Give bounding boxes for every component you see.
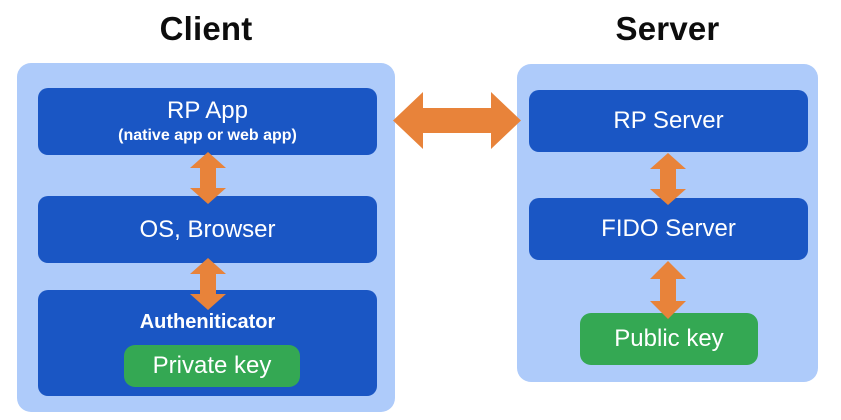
- client-box-rp-app-title: RP App: [167, 97, 248, 124]
- double-arrow-vertical-icon-fidoserver-publickey: [650, 261, 686, 319]
- public-key-chip: Public key: [580, 313, 758, 365]
- server-box-fido-server: FIDO Server: [529, 198, 808, 260]
- double-arrow-vertical-icon-rpapp-os: [190, 152, 226, 204]
- server-box-fido-server-title: FIDO Server: [601, 215, 736, 242]
- client-box-rp-app: RP App (native app or web app): [38, 88, 377, 155]
- private-key-chip: Private key: [124, 345, 300, 387]
- client-box-authenticator-title: Autheniticator: [139, 311, 276, 333]
- page-title-server: Server: [615, 10, 720, 47]
- public-key-label: Public key: [614, 325, 724, 352]
- double-arrow-horizontal-icon-client-server: [393, 92, 521, 149]
- server-box-rp-server: RP Server: [529, 90, 808, 152]
- client-box-rp-app-subtitle: (native app or web app): [118, 127, 297, 144]
- client-box-os-browser: OS, Browser: [38, 196, 377, 263]
- client-box-os-browser-title: OS, Browser: [139, 215, 276, 243]
- server-box-rp-server-title: RP Server: [613, 107, 724, 134]
- private-key-label: Private key: [152, 352, 272, 379]
- double-arrow-vertical-icon-rpserver-fidoserver: [650, 153, 686, 205]
- double-arrow-vertical-icon-os-authenticator: [190, 258, 226, 310]
- page-title-client: Client: [159, 10, 253, 47]
